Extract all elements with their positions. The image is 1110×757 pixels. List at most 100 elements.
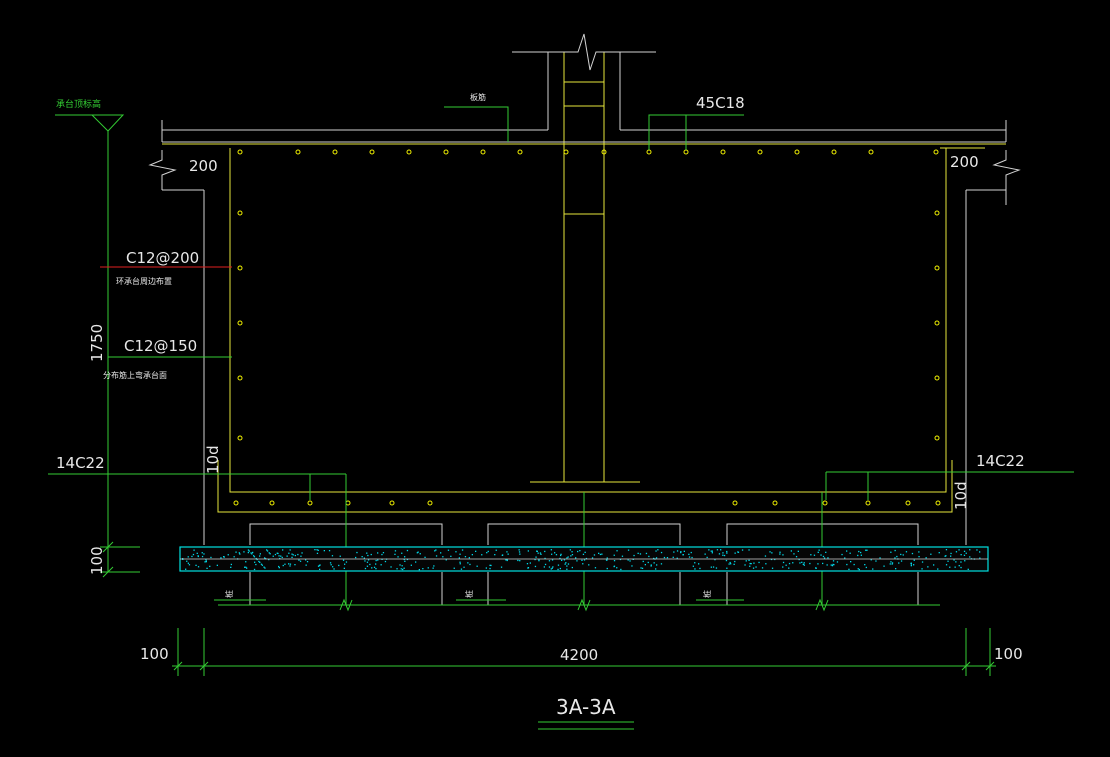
right-break-icon: [992, 150, 1021, 205]
hatch-dot: [913, 564, 915, 566]
pile-note-3: 桩: [702, 590, 712, 598]
cushion-dim-label: 100: [88, 546, 106, 575]
hatch-dot: [282, 564, 284, 567]
hatch-dot: [195, 564, 197, 566]
hatch-dot: [205, 561, 207, 563]
hatch-dot: [945, 564, 948, 566]
hatch-dot: [250, 552, 252, 554]
hatch-dot: [206, 567, 208, 569]
hatch-dot: [375, 563, 377, 565]
hatch-dot: [519, 560, 521, 562]
hatch-dot: [536, 550, 538, 552]
hatch-dot: [467, 562, 469, 564]
hatch-dot: [720, 549, 722, 551]
rebar-dots-right-wall: [934, 210, 940, 441]
hatch-dot: [750, 563, 752, 565]
hatch-dot: [278, 555, 280, 557]
hatch-dot: [660, 563, 663, 565]
hatch-dot: [706, 556, 708, 559]
height-dim-label: 1750: [88, 324, 106, 362]
hatch-dot: [235, 551, 237, 553]
hatch-dot: [606, 567, 608, 570]
hatch-dot: [657, 549, 659, 551]
hatch-dot: [366, 561, 369, 563]
hatch-dot: [539, 552, 542, 554]
hatch-dot: [490, 564, 492, 567]
hatch-dot: [227, 554, 229, 556]
hatch-dot: [921, 568, 923, 570]
hatch-dot: [865, 566, 867, 569]
hatch-dot: [734, 560, 736, 563]
hatch-dot: [404, 560, 406, 562]
hatch-dot: [872, 568, 874, 570]
hatch-dot: [560, 554, 562, 557]
hatch-dot: [445, 559, 447, 561]
hatch-dot: [715, 567, 718, 569]
hatch-dot: [540, 553, 542, 555]
hatch-dot: [418, 569, 420, 571]
hatch-dot: [371, 567, 373, 569]
hatch-dot: [518, 549, 520, 551]
hatch-dot: [548, 560, 551, 562]
hatch-dot: [577, 550, 579, 553]
hatch-dot: [930, 553, 932, 555]
hatch-dot: [737, 551, 739, 553]
hatch-dot: [711, 552, 713, 554]
hatch-dot: [563, 559, 566, 561]
hatch-dot: [299, 560, 302, 562]
hatch-dot: [782, 554, 784, 556]
hatch-dot: [771, 567, 774, 569]
hatch-dot: [259, 555, 261, 557]
hatch-dot: [406, 558, 409, 561]
hatch-dot: [253, 556, 256, 558]
hatch-dot: [967, 568, 969, 570]
hatch-dot: [440, 552, 442, 554]
hatch-dot: [810, 554, 812, 556]
hatch-dot: [764, 555, 767, 557]
hatch-dot: [853, 563, 855, 566]
rebar-dots-top: [237, 149, 939, 155]
hatch-dot: [616, 550, 618, 552]
hatch-dot: [725, 559, 728, 562]
hatch-dot: [204, 561, 206, 563]
hatch-dot: [870, 559, 872, 561]
hatch-dot: [905, 551, 908, 553]
hatch-dot: [363, 557, 365, 559]
hatch-dot: [601, 553, 603, 555]
hatch-dot: [875, 560, 877, 562]
hatch-dot: [676, 557, 678, 559]
break-line-icon: [512, 33, 656, 71]
hatch-dot: [263, 566, 265, 568]
hatch-dot: [752, 567, 755, 569]
hatch-dot: [641, 567, 644, 569]
hatch-dot: [728, 563, 730, 565]
hatch-dot: [891, 563, 893, 565]
hatch-dot: [264, 557, 266, 559]
hatch-dot: [367, 559, 370, 561]
hatch-dot: [239, 553, 241, 555]
hatch-dot: [544, 550, 546, 553]
hatch-dot: [427, 567, 429, 569]
hatch-dot: [896, 555, 898, 558]
hatch-dot: [402, 568, 404, 571]
hatch-dot: [210, 556, 212, 559]
hatch-dot: [832, 563, 834, 566]
hatch-dot: [692, 565, 694, 567]
hatch-dot: [554, 552, 556, 554]
hatch-dot: [342, 559, 345, 561]
hatch-dot: [565, 562, 567, 564]
hatch-dot: [606, 557, 608, 559]
hatch-dot: [559, 567, 561, 570]
hatch-dot: [266, 550, 269, 552]
hatch-dot: [826, 564, 828, 566]
hatch-dot: [356, 551, 358, 554]
hatch-dot: [825, 551, 827, 553]
hatch-dot: [650, 565, 652, 567]
hatch-dot: [461, 549, 464, 551]
hatch-dot: [722, 554, 724, 556]
hatch-dot: [744, 564, 746, 566]
hatch-dot: [937, 568, 939, 570]
hatch-dot: [197, 566, 200, 568]
wall-thickness-right-label: 200: [950, 153, 979, 171]
